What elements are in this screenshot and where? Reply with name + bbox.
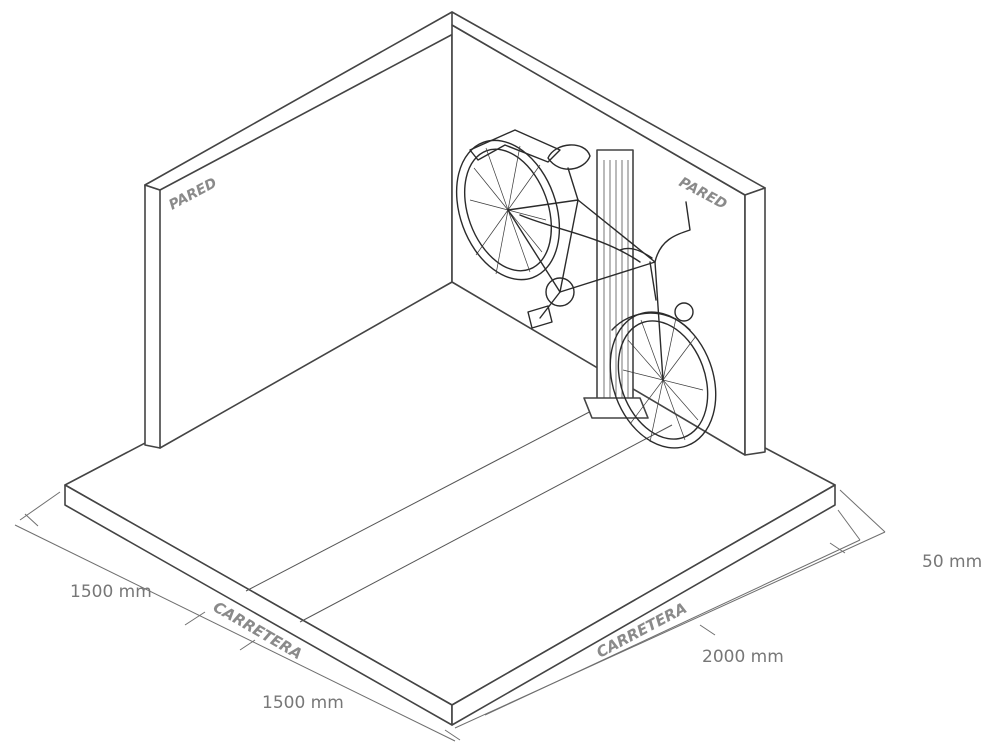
dimension-depth-top: 1500 mm bbox=[70, 582, 152, 602]
dimension-length: 2000 mm bbox=[702, 647, 784, 667]
left-wall bbox=[144, 11, 471, 449]
bicycle-icon bbox=[455, 129, 717, 449]
dimension-thickness: 50 mm bbox=[922, 552, 982, 572]
dimension-lines bbox=[14, 489, 886, 742]
dimension-depth-bottom: 1500 mm bbox=[262, 693, 344, 713]
